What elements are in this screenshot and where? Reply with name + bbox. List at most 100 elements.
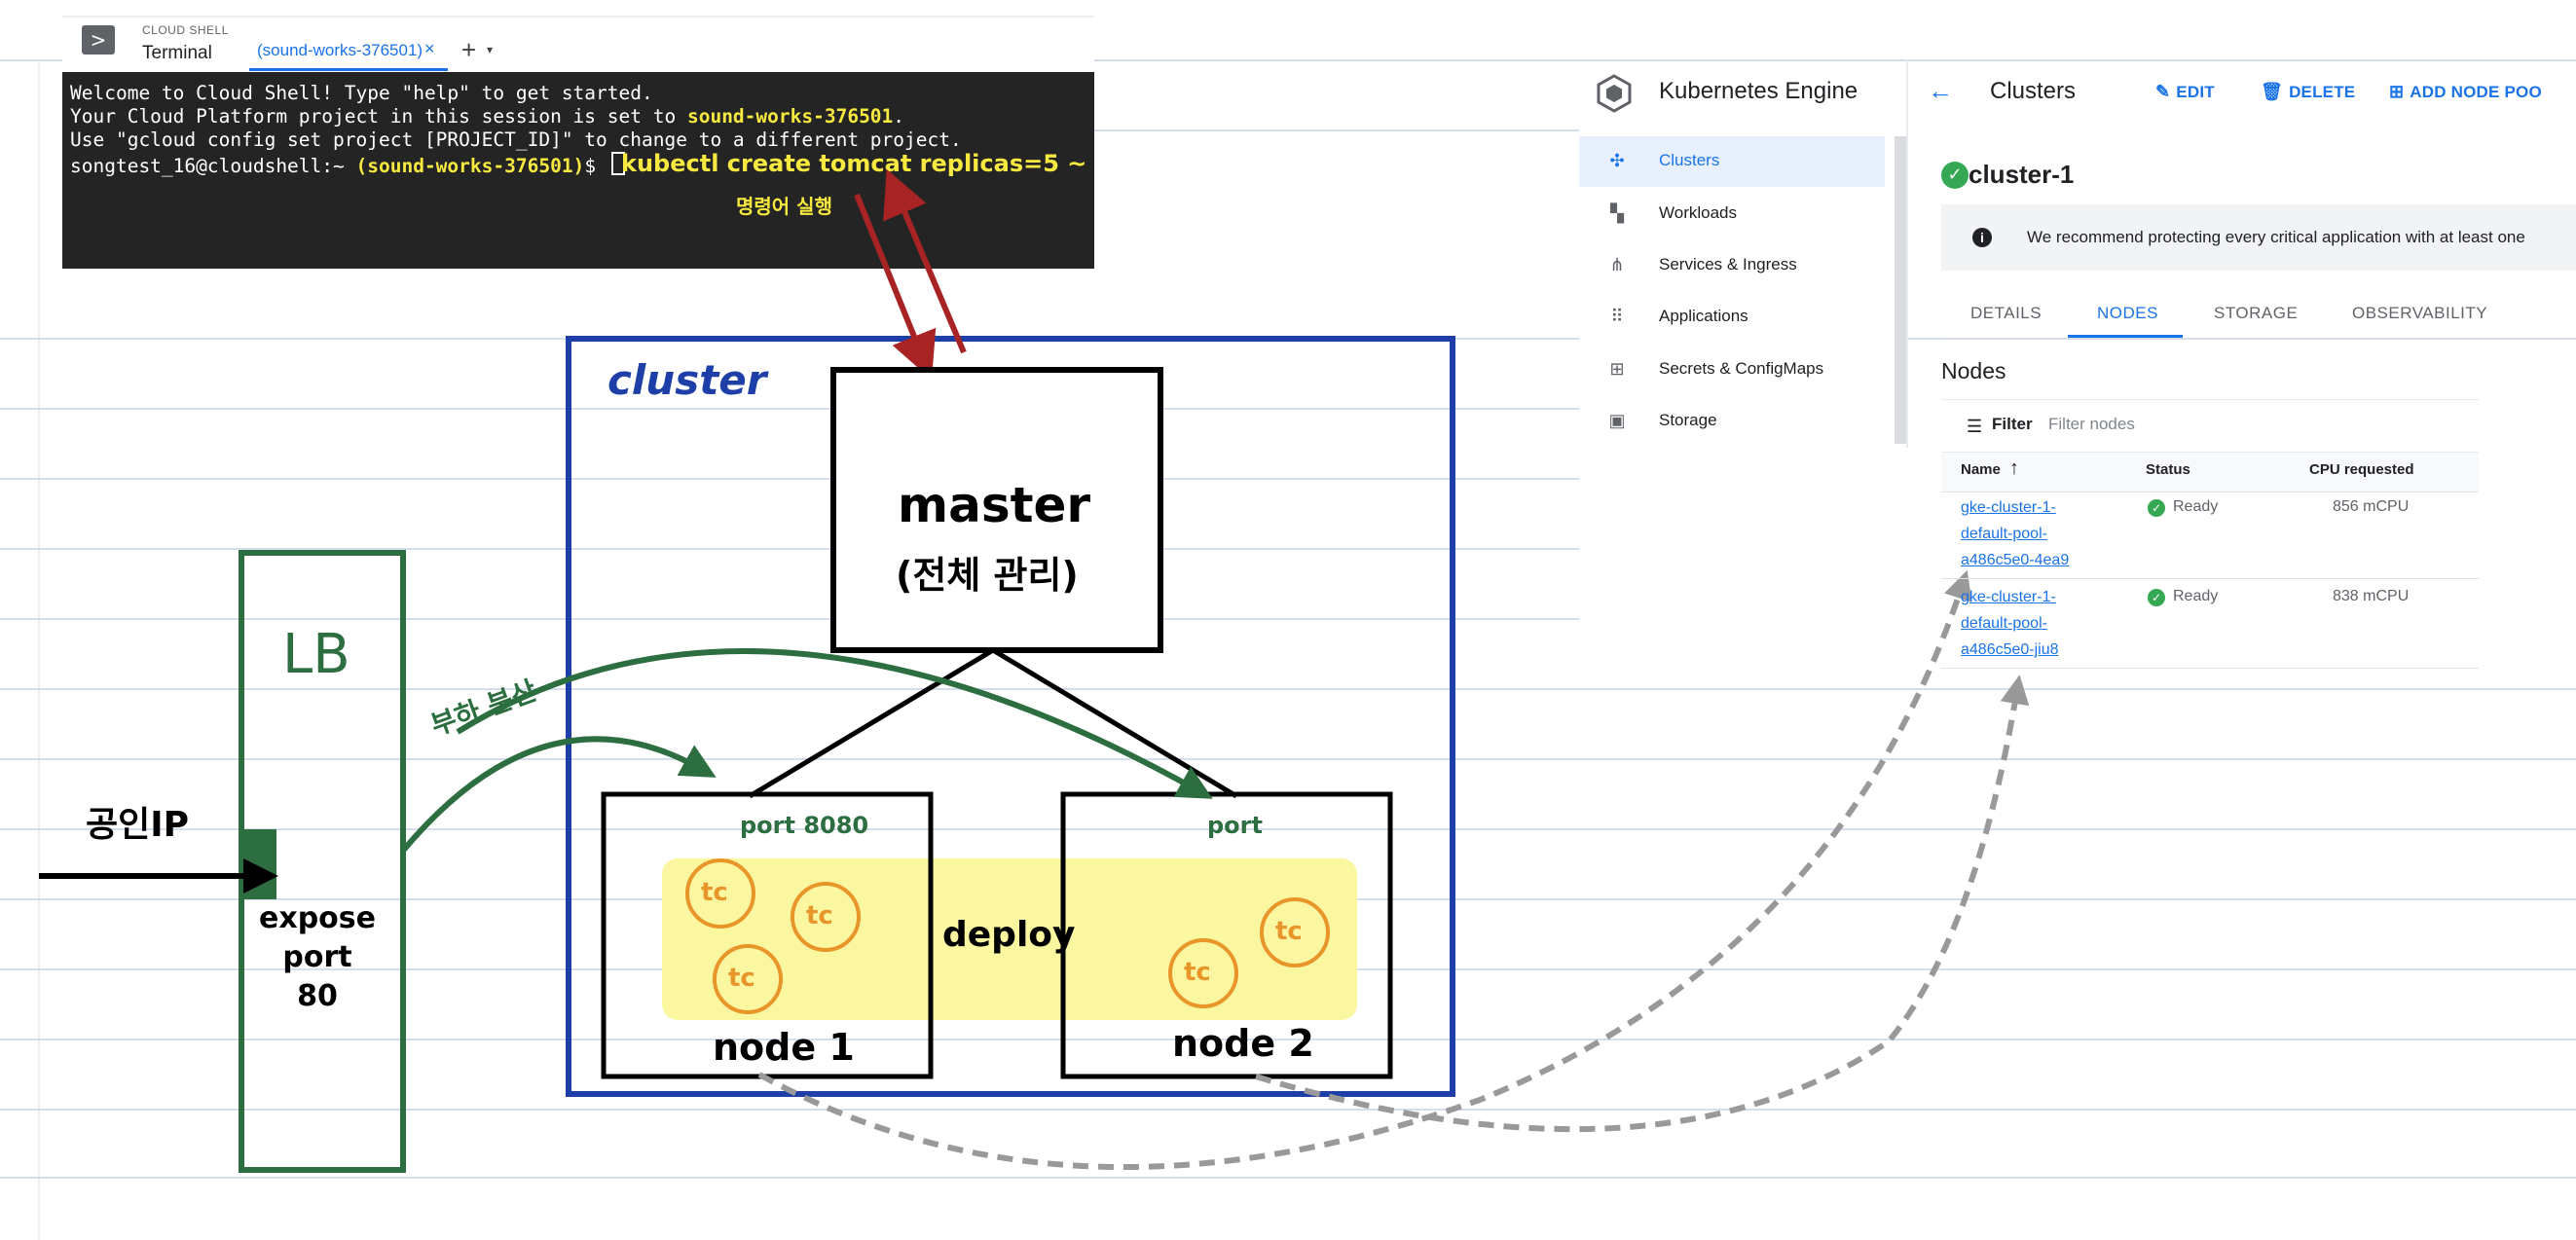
cluster-name: cluster-1	[1969, 160, 2075, 189]
lb-label: LB	[282, 623, 350, 686]
divider	[1941, 578, 2479, 579]
node-status: Ready	[2173, 588, 2219, 604]
terminal-tab[interactable]: (sound-works-376501)	[257, 41, 423, 59]
page-title: Clusters	[1990, 78, 2077, 104]
kubernetes-engine-icon	[1597, 74, 1632, 113]
pod-circle	[713, 944, 783, 1014]
pod-circle	[1168, 938, 1238, 1008]
node-name-line: a486c5e0-4ea9	[1961, 552, 2070, 568]
pencil-icon: ✎	[2155, 82, 2171, 101]
column-header-status[interactable]: Status	[2146, 461, 2190, 478]
divider	[1941, 399, 2479, 400]
node2-link-arrow	[1255, 675, 2030, 1133]
node-name-line: gke-cluster-1-	[1961, 499, 2056, 516]
tab-storage[interactable]: STORAGE	[2214, 304, 2299, 322]
command-arrow-up	[883, 168, 967, 354]
node1-link-arrow	[757, 569, 1972, 1170]
sidebar-item-label: Clusters	[1659, 151, 1720, 169]
node-name-line: default-pool-	[1961, 526, 2047, 542]
add-node-pool-button[interactable]: ⊞ADD NODE POO	[2389, 82, 2542, 102]
divider	[1941, 338, 2576, 339]
master-label: master	[898, 477, 1091, 533]
sidebar-item-label: Workloads	[1659, 203, 1737, 222]
applications-icon: ⠿	[1610, 307, 1624, 326]
lb-to-node2-arc	[456, 647, 1213, 799]
ready-check-icon: ✓	[2148, 499, 2165, 517]
sidebar-item-label: Services & Ingress	[1659, 255, 1797, 274]
clusters-icon: ✣	[1609, 151, 1625, 170]
delete-label: DELETE	[2289, 83, 2356, 101]
lb-port-block	[241, 829, 276, 899]
master-box	[830, 367, 1163, 653]
pod-label: tc	[1184, 958, 1211, 987]
sidebar-item-workloads[interactable]: ▚ Workloads	[1579, 189, 1885, 239]
ready-check-icon: ✓	[2148, 589, 2165, 606]
expose-line: 80	[297, 979, 338, 1013]
close-tab-icon[interactable]: ×	[424, 39, 435, 58]
terminal-output[interactable]: Welcome to Cloud Shell! Type "help" to g…	[62, 72, 1094, 269]
lb-to-node1-arc	[400, 736, 717, 853]
table-header	[1941, 452, 2479, 492]
new-tab-button[interactable]: +	[461, 35, 477, 64]
back-arrow-icon[interactable]: ←	[1928, 76, 1953, 105]
divider	[1906, 60, 1908, 448]
delete-button[interactable]: 🗑DELETE	[2261, 82, 2355, 102]
tab-observability[interactable]: OBSERVABILITY	[2352, 304, 2488, 322]
node-cpu: 838 mCPU	[2333, 588, 2410, 604]
sort-arrow-up-icon[interactable]: ↑	[2009, 457, 2019, 479]
filter-input[interactable]: Filter nodes	[2048, 415, 2135, 433]
node-status: Ready	[2173, 498, 2219, 515]
terminal-prompt[interactable]: songtest_16@cloudshell:~ (sound-works-37…	[70, 152, 625, 177]
sidebar-item-services[interactable]: ⋔ Services & Ingress	[1579, 240, 1885, 291]
sidebar-item-applications[interactable]: ⠿ Applications	[1579, 292, 1885, 343]
cloud-shell-header	[62, 16, 1094, 72]
prompt-user: songtest_16@cloudshell:~	[70, 155, 356, 177]
node2-box	[1060, 791, 1393, 1079]
recommendation-banner	[1941, 204, 2576, 271]
prompt-symbol: $	[584, 155, 607, 177]
services-icon: ⋔	[1609, 255, 1625, 274]
section-title: Nodes	[1941, 358, 2006, 383]
node-name-link[interactable]: gke-cluster-1- default-pool- a486c5e0-ji…	[1961, 584, 2059, 663]
workloads-icon: ▚	[1610, 203, 1624, 223]
filter-icon[interactable]: ☰	[1967, 417, 1983, 436]
column-header-name[interactable]: Name	[1961, 461, 2001, 478]
secrets-icon: ⊞	[1609, 359, 1625, 379]
command-annotation-sub: 명령어 실행	[736, 195, 832, 218]
master-to-node2-line	[991, 647, 1238, 799]
node1-label: node 1	[713, 1026, 855, 1069]
sidebar-scrollbar[interactable]	[1895, 136, 1906, 444]
active-tab-indicator	[249, 68, 448, 71]
expose-label: expose port 80	[259, 899, 376, 1016]
storage-icon: ▣	[1608, 411, 1626, 430]
sidebar-item-label: Applications	[1659, 307, 1748, 325]
sidebar-item-storage[interactable]: ▣ Storage	[1579, 396, 1885, 447]
command-annotation: kubectl create tomcat replicas=5 ~	[621, 150, 1087, 177]
tab-nodes[interactable]: NODES	[2097, 304, 2158, 322]
node-name-link[interactable]: gke-cluster-1- default-pool- a486c5e0-4e…	[1961, 494, 2069, 573]
product-title: Kubernetes Engine	[1659, 78, 1858, 104]
column-header-cpu[interactable]: CPU requested	[2309, 461, 2414, 478]
pod-label: tc	[728, 964, 755, 993]
edit-button[interactable]: ✎ EDIT	[2155, 82, 2215, 102]
expose-line: expose	[259, 901, 376, 935]
banner-text: We recommend protecting every critical a…	[2027, 228, 2525, 246]
terminal-icon: >	[82, 25, 115, 55]
edit-label: EDIT	[2176, 83, 2215, 101]
pod-label: tc	[806, 901, 833, 930]
expose-line: port	[282, 940, 352, 974]
chevron-down-icon[interactable]: ▾	[487, 43, 494, 56]
divider	[62, 16, 1094, 18]
tab-details[interactable]: DETAILS	[1970, 304, 2042, 322]
sidebar-item-clusters[interactable]: ✣ Clusters	[1579, 136, 1885, 187]
master-to-node1-line	[748, 647, 995, 799]
filter-label[interactable]: Filter	[1992, 415, 2033, 433]
project-id: sound-works-376501	[686, 105, 894, 128]
cluster-box	[566, 336, 1455, 1097]
pod-label: tc	[1275, 917, 1303, 946]
gke-sidebar: ✣ Clusters ▚ Workloads ⋔ Services & Ingr…	[1579, 136, 1898, 448]
cluster-label: cluster	[607, 356, 767, 404]
sidebar-item-secrets[interactable]: ⊞ Secrets & ConfigMaps	[1579, 345, 1885, 395]
